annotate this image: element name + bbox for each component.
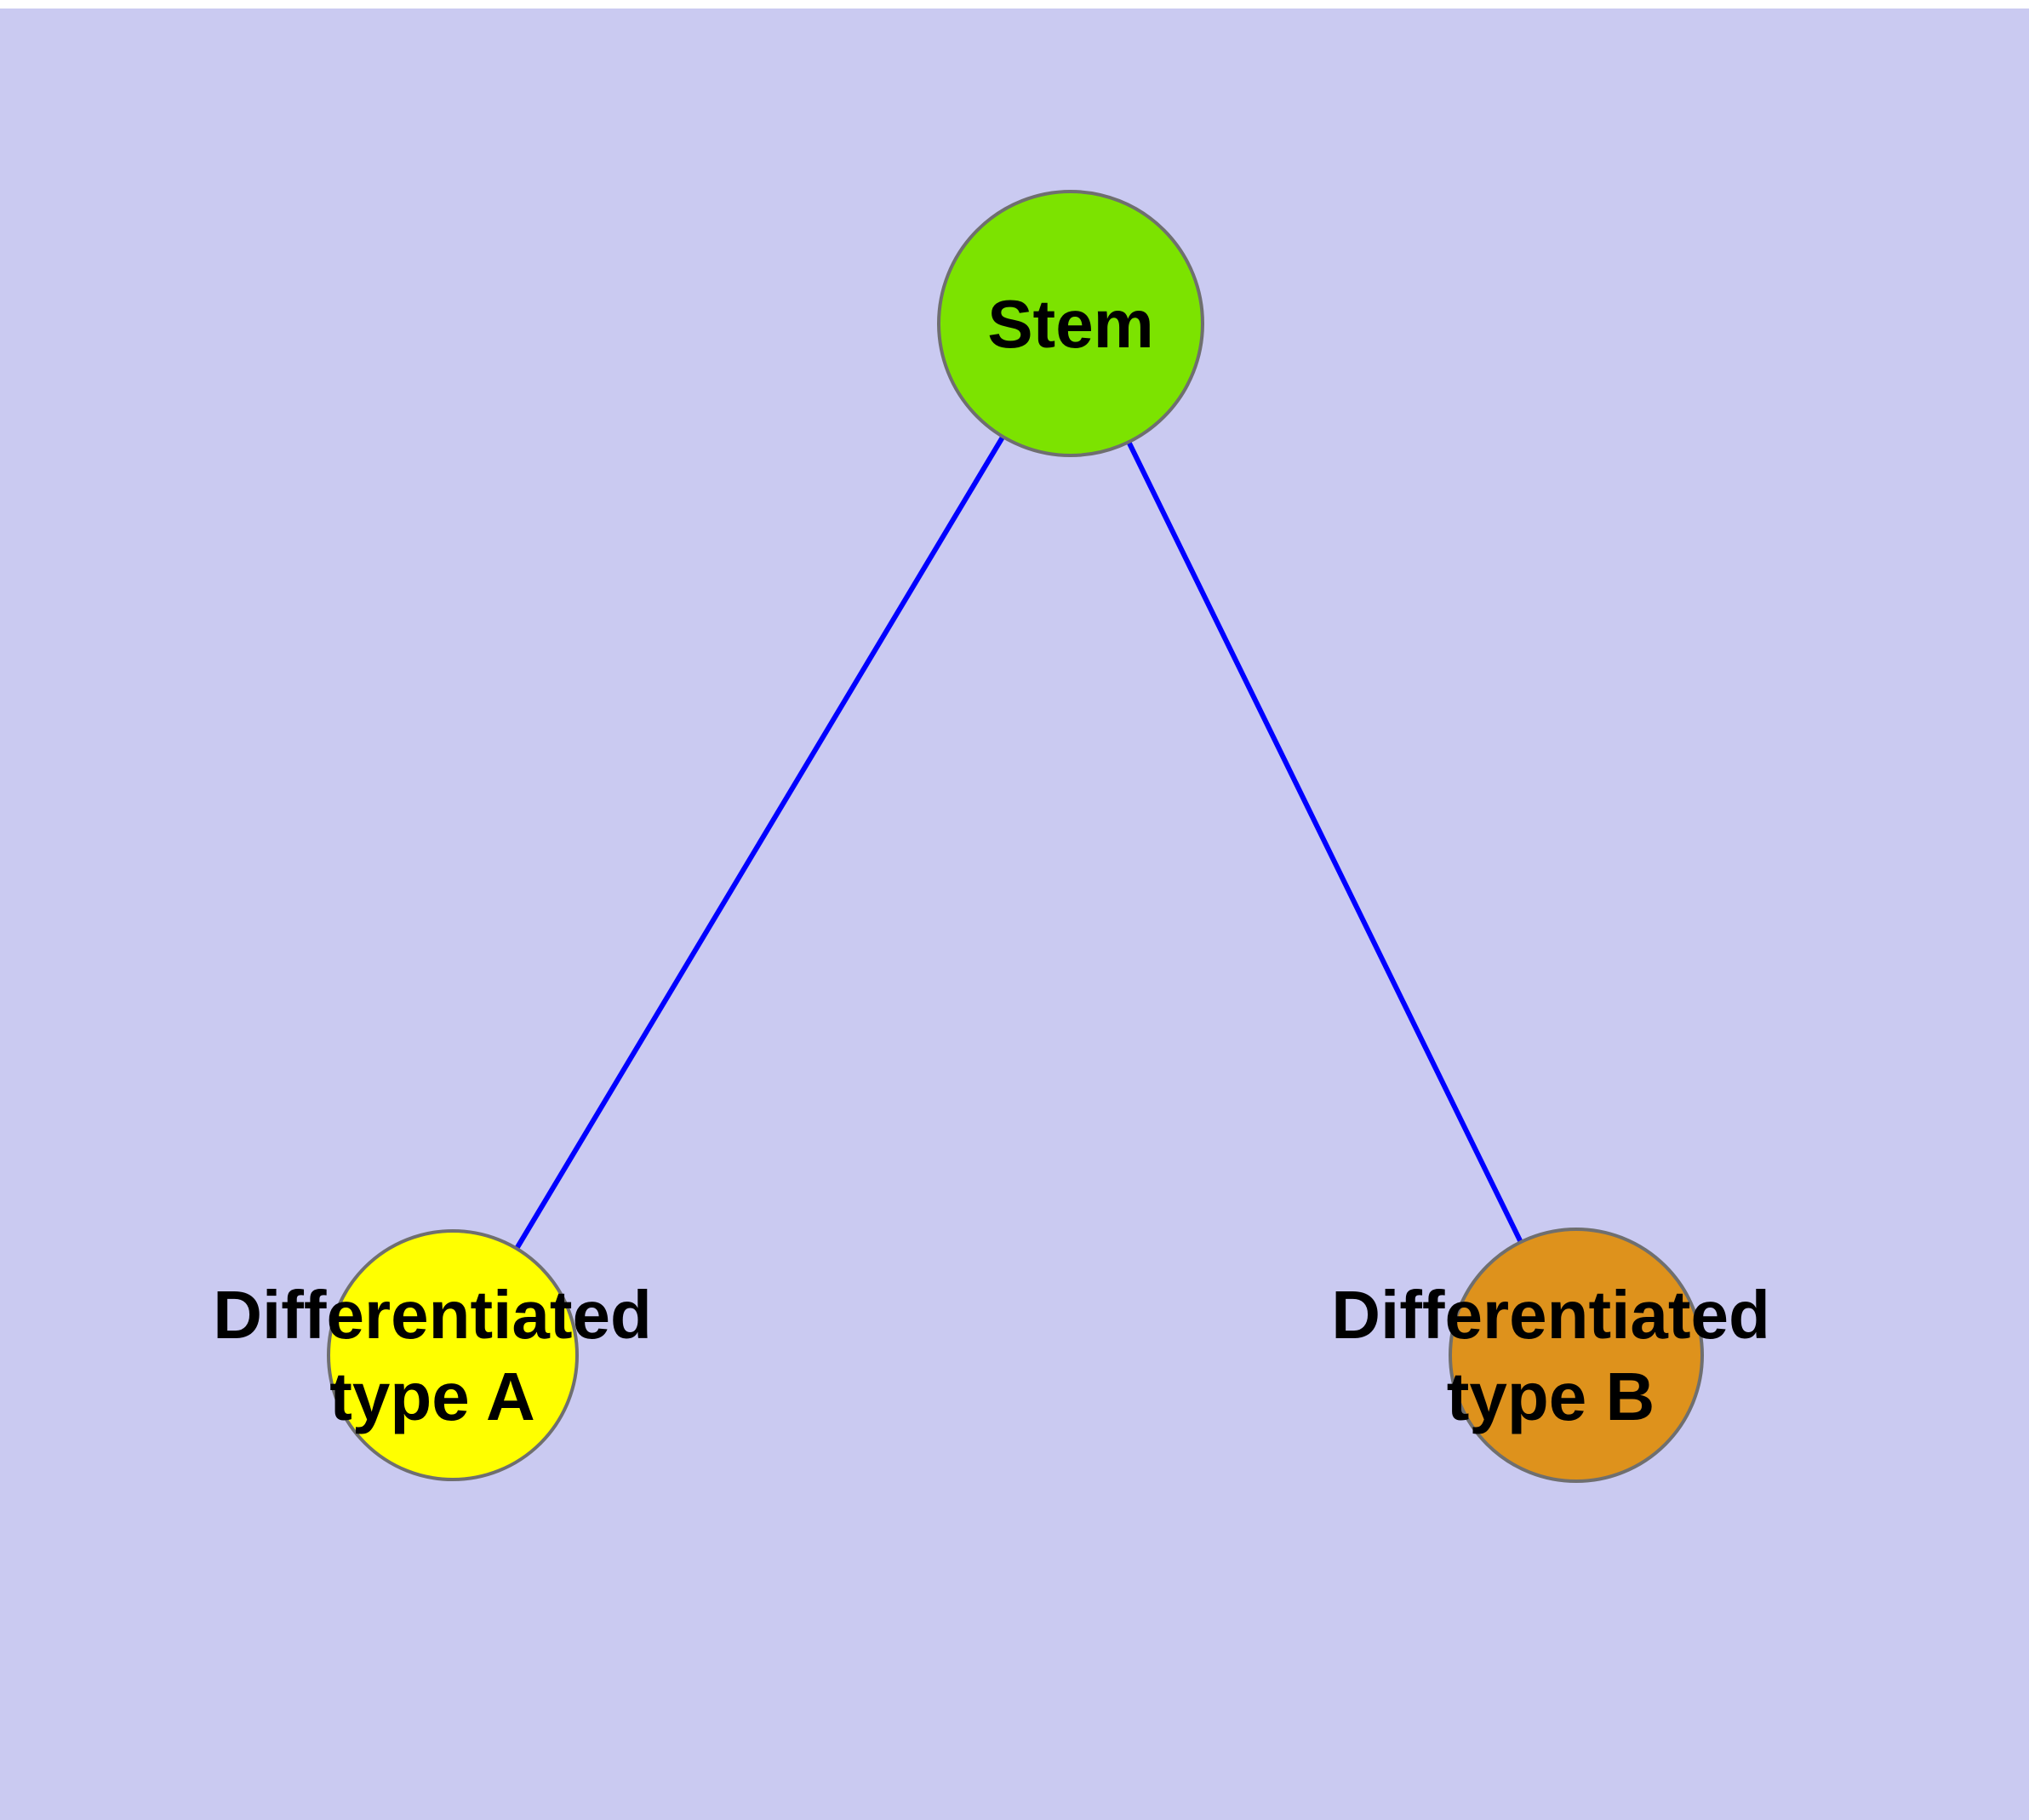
edge-stem-to-differentiated-type-b [1068,322,1579,1357]
node-differentiated-type-b [1449,1228,1704,1483]
node-stem [937,190,1204,457]
node-label-differentiated-type-b-line-1: Differentiated [1331,1277,1770,1353]
node-label-stem-line-1: Stem [987,286,1154,362]
node-label-differentiated-type-a-line-2: type A [329,1359,535,1434]
node-label-differentiated-type-a-line-1: Differentiated [213,1277,652,1353]
edge-stem-to-differentiated-type-a [450,322,1073,1357]
edges-layer [450,322,1579,1357]
node-label-differentiated-type-b-line-2: type B [1447,1359,1655,1434]
nodes-layer [327,190,1704,1483]
node-differentiated-type-a [327,1229,579,1481]
